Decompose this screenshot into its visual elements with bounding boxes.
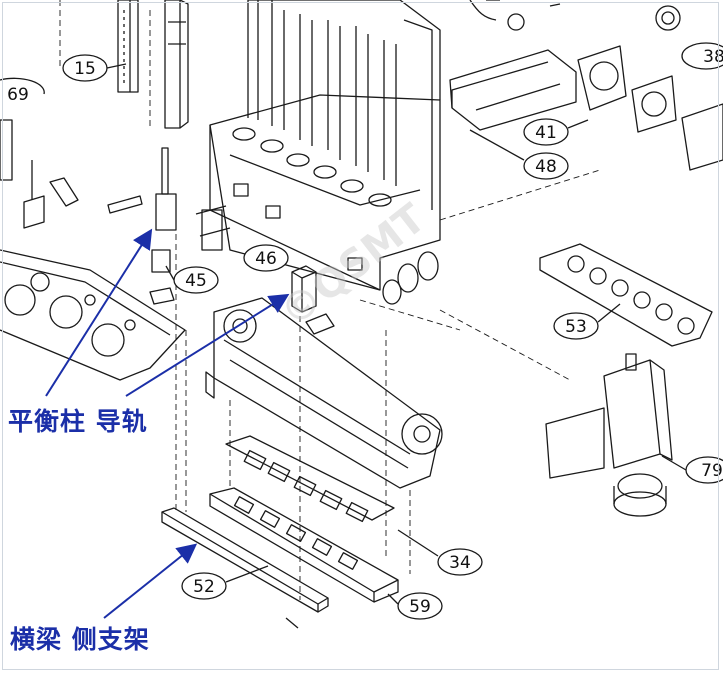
camera-module-79 <box>545 353 673 517</box>
callout-41-bubble <box>523 118 569 146</box>
guide-frame-assembly <box>195 205 443 489</box>
gasket-plate-34 <box>225 435 395 523</box>
callout-69-bubble <box>0 77 45 95</box>
callout-38-bubble <box>681 42 723 70</box>
callout-48-bubble <box>523 152 569 180</box>
callout-53-label: 53 <box>565 317 587 337</box>
callout-48-leader <box>469 129 525 161</box>
callout-15-label: 15 <box>74 59 96 79</box>
tray-59 <box>209 487 399 603</box>
callout-38-label: 38 <box>703 47 723 67</box>
callout-41-leader <box>567 119 589 129</box>
balance-column-46 <box>291 265 335 335</box>
annotation-balance-column-rail: 平衡柱 导轨 <box>8 407 148 436</box>
callout-59-label: 59 <box>409 597 431 617</box>
callout-79-leader <box>661 455 687 471</box>
motor-bracket-assembly <box>449 0 723 171</box>
dashed-assembly-lines <box>59 0 601 600</box>
callout-52-bubble <box>181 572 227 600</box>
annotation-arrow-rail <box>125 293 290 397</box>
callout-45-label: 45 <box>185 271 207 291</box>
callout-59-leader <box>387 593 399 605</box>
small-bracket-parts <box>23 147 177 305</box>
callout-59-bubble <box>397 592 443 620</box>
callout-34-bubble <box>437 548 483 576</box>
annotation-arrow-balance-column <box>45 228 153 397</box>
callout-34-label: 34 <box>449 553 471 573</box>
callout-53-leader <box>597 303 621 323</box>
callout-52-label: 52 <box>193 577 215 597</box>
linear-rail-part <box>117 0 189 129</box>
callout-46-bubble <box>243 244 289 272</box>
annotation-beam-side-bracket: 横梁 侧支架 <box>10 625 150 654</box>
seal-strip-53 <box>539 243 713 347</box>
callout-79-label: 79 <box>701 461 723 481</box>
callout-48-label: 48 <box>535 157 557 177</box>
beam-52 <box>161 507 329 629</box>
callout-52-leader <box>225 565 269 583</box>
callout-69-label: 69 <box>7 85 29 105</box>
callout-46-label: 46 <box>255 249 277 269</box>
callout-34-leader <box>397 529 439 557</box>
callout-45-leader <box>165 265 175 281</box>
callout-41-label: 41 <box>535 123 557 143</box>
callout-15-leader <box>106 63 127 69</box>
mounting-plate-left <box>0 119 186 381</box>
callout-53-bubble <box>553 312 599 340</box>
annotation-arrow-beam <box>103 543 198 619</box>
